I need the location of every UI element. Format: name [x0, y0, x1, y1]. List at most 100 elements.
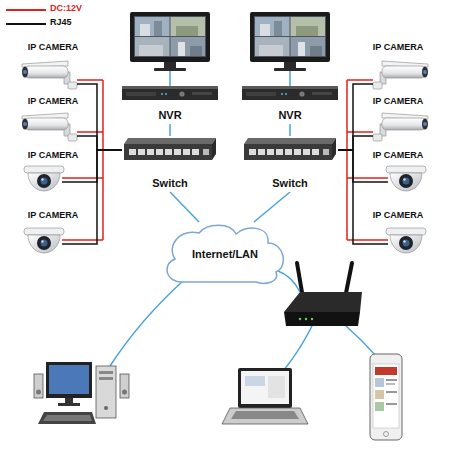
camera-label: IP CAMERA [28, 42, 78, 52]
rj45-cable [92, 150, 122, 244]
router-icon [284, 312, 360, 326]
video-cable [289, 71, 291, 86]
network-link [169, 124, 171, 136]
network-link [110, 280, 184, 366]
desktop-pc-icon [34, 362, 129, 424]
switch-node: Switch [242, 136, 338, 192]
rj45-cable [77, 135, 92, 137]
camera-icon [373, 61, 428, 89]
camera-node: IP CAMERA [14, 150, 92, 206]
laptop-icon [268, 376, 285, 398]
rj45-cable [358, 181, 388, 183]
smartphone-icon [373, 364, 399, 428]
network-link [278, 271, 300, 292]
desktop-pc-icon [120, 374, 129, 398]
switch-device [124, 138, 216, 160]
network-link [289, 124, 291, 136]
cloud-shape [167, 225, 283, 283]
camera-icon [24, 166, 64, 191]
laptop-icon [238, 368, 292, 408]
monitor-icon [130, 12, 210, 71]
camera-node: IP CAMERA [14, 210, 92, 270]
camera-node: IP CAMERA [358, 210, 438, 270]
dc-power-wire [347, 131, 373, 133]
desktop-pc-icon [96, 366, 116, 418]
smartphone-icon [386, 379, 397, 381]
device-label: NVR [278, 109, 301, 122]
rj45-cable [92, 136, 122, 150]
camera-label: IP CAMERA [373, 150, 423, 160]
switch-device [124, 138, 336, 160]
smartphone-icon [375, 367, 397, 375]
laptop-icon [241, 371, 289, 404]
smartphone-icon [386, 383, 395, 385]
camera-node: IP CAMERA [358, 42, 438, 92]
desktop-pc-icon [46, 362, 92, 398]
router-icon [305, 318, 307, 320]
desktop-pc-icon [99, 371, 113, 374]
laptop-icon [245, 376, 265, 386]
network-link [170, 192, 199, 222]
rj45-cable [62, 181, 92, 183]
rj45-cable [338, 136, 358, 150]
rj45-cable [358, 135, 373, 137]
dc-power-wire [77, 131, 103, 133]
camera-node: IP CAMERA [358, 96, 438, 144]
switch-device [244, 138, 336, 160]
legend-line [6, 10, 46, 24]
desktop-pc-icon [38, 412, 96, 424]
rj45-cable [338, 150, 358, 244]
network-link [346, 326, 376, 356]
rj45-cable [338, 150, 358, 182]
router-icon [311, 318, 313, 320]
desktop-pc-icon [43, 415, 92, 421]
legend-label: DC:12V [50, 4, 82, 14]
cloud-node: Internet/LAN [160, 222, 290, 286]
camera-node: IP CAMERA [14, 96, 92, 144]
monitor-icon [130, 12, 330, 71]
desktop-pc-icon [49, 365, 89, 394]
video-cable [169, 71, 171, 86]
device-label: NVR [158, 109, 181, 122]
laptop-icon [222, 368, 308, 424]
smartphone-icon [370, 354, 402, 440]
nvr-device [122, 86, 338, 100]
camera-label: IP CAMERA [373, 210, 423, 220]
device-label: Switch [272, 177, 307, 190]
camera-label: IP CAMERA [373, 42, 423, 52]
network-link [110, 271, 376, 370]
legend-line [6, 9, 46, 11]
dc-power-wire [102, 80, 104, 240]
camera-node: IP CAMERA [358, 150, 438, 206]
smartphone-icon [386, 403, 397, 405]
nvr-device [122, 86, 218, 100]
network-link [254, 192, 290, 222]
video-cable [170, 71, 290, 86]
monitor-icon [250, 12, 330, 71]
device-label: Switch [152, 177, 187, 190]
camera-icon [22, 113, 77, 141]
desktop-pc-icon [65, 398, 73, 403]
switch-node: Switch [122, 136, 218, 192]
rj45-cable [338, 84, 358, 150]
smartphone-icon [384, 432, 389, 437]
dc-power-wire [77, 79, 103, 81]
camera-label: IP CAMERA [28, 150, 78, 160]
laptop-icon [222, 408, 308, 424]
rj45-cable [62, 243, 92, 245]
rj45-cable [62, 84, 388, 244]
router-icon [284, 292, 362, 312]
smartphone-icon [375, 378, 384, 387]
network-label: Internet/LAN [192, 248, 258, 261]
router-icon [299, 318, 301, 320]
camera-node: IP CAMERA [14, 42, 92, 92]
dc-power-wire [62, 80, 388, 240]
camera-icon [22, 61, 428, 253]
camera-icon [22, 61, 77, 89]
legend-label: RJ45 [50, 18, 72, 28]
smartphone-icon [386, 391, 397, 393]
camera-label: IP CAMERA [28, 96, 78, 106]
